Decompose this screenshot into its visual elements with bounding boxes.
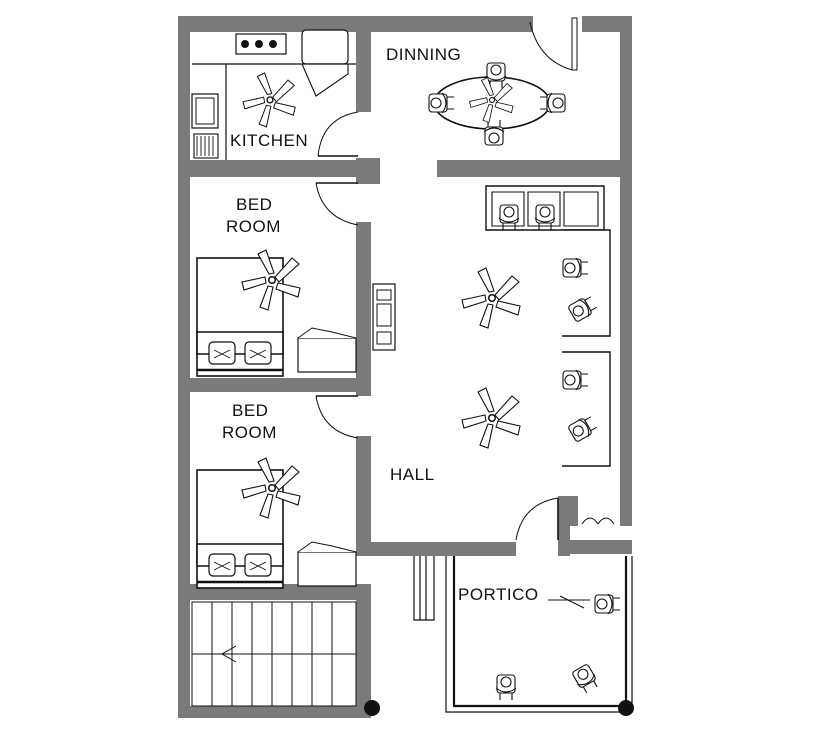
- bed-icon: [195, 256, 285, 378]
- stove-icon: [235, 33, 287, 55]
- bedroom-1-label-line1: BED: [236, 195, 272, 214]
- portico-label: PORTICO: [458, 585, 539, 604]
- column-icon: [364, 700, 380, 716]
- hall-label: HALL: [390, 465, 435, 484]
- ceiling-fan-icon: [461, 267, 521, 329]
- interior-walls: [178, 30, 632, 600]
- outer-walls: [178, 16, 632, 718]
- column-icon: [618, 700, 634, 716]
- dresser-icon: [297, 327, 357, 373]
- staircase-icon: [191, 601, 357, 707]
- dresser-icon: [297, 541, 357, 587]
- bedroom-1-label-line2: ROOM: [226, 217, 281, 236]
- tv-unit-icon: [372, 283, 396, 351]
- kitchen-counter: [192, 63, 356, 160]
- ceiling-fan-icon: [242, 72, 296, 128]
- fridge-icon: [301, 29, 349, 97]
- kitchen-label: KITCHEN: [230, 131, 308, 150]
- bedroom-2-label-line1: BED: [232, 401, 268, 420]
- ceiling-fan-icon: [461, 387, 521, 449]
- sofa-icon: [485, 185, 611, 467]
- portico-outline: [413, 556, 633, 713]
- dining-label: DINNING: [386, 45, 461, 64]
- person-seated-icon: [495, 593, 621, 701]
- sink-icon: [191, 93, 219, 159]
- door-swing-icon: [315, 17, 615, 541]
- bedroom-2-label-line2: ROOM: [222, 423, 277, 442]
